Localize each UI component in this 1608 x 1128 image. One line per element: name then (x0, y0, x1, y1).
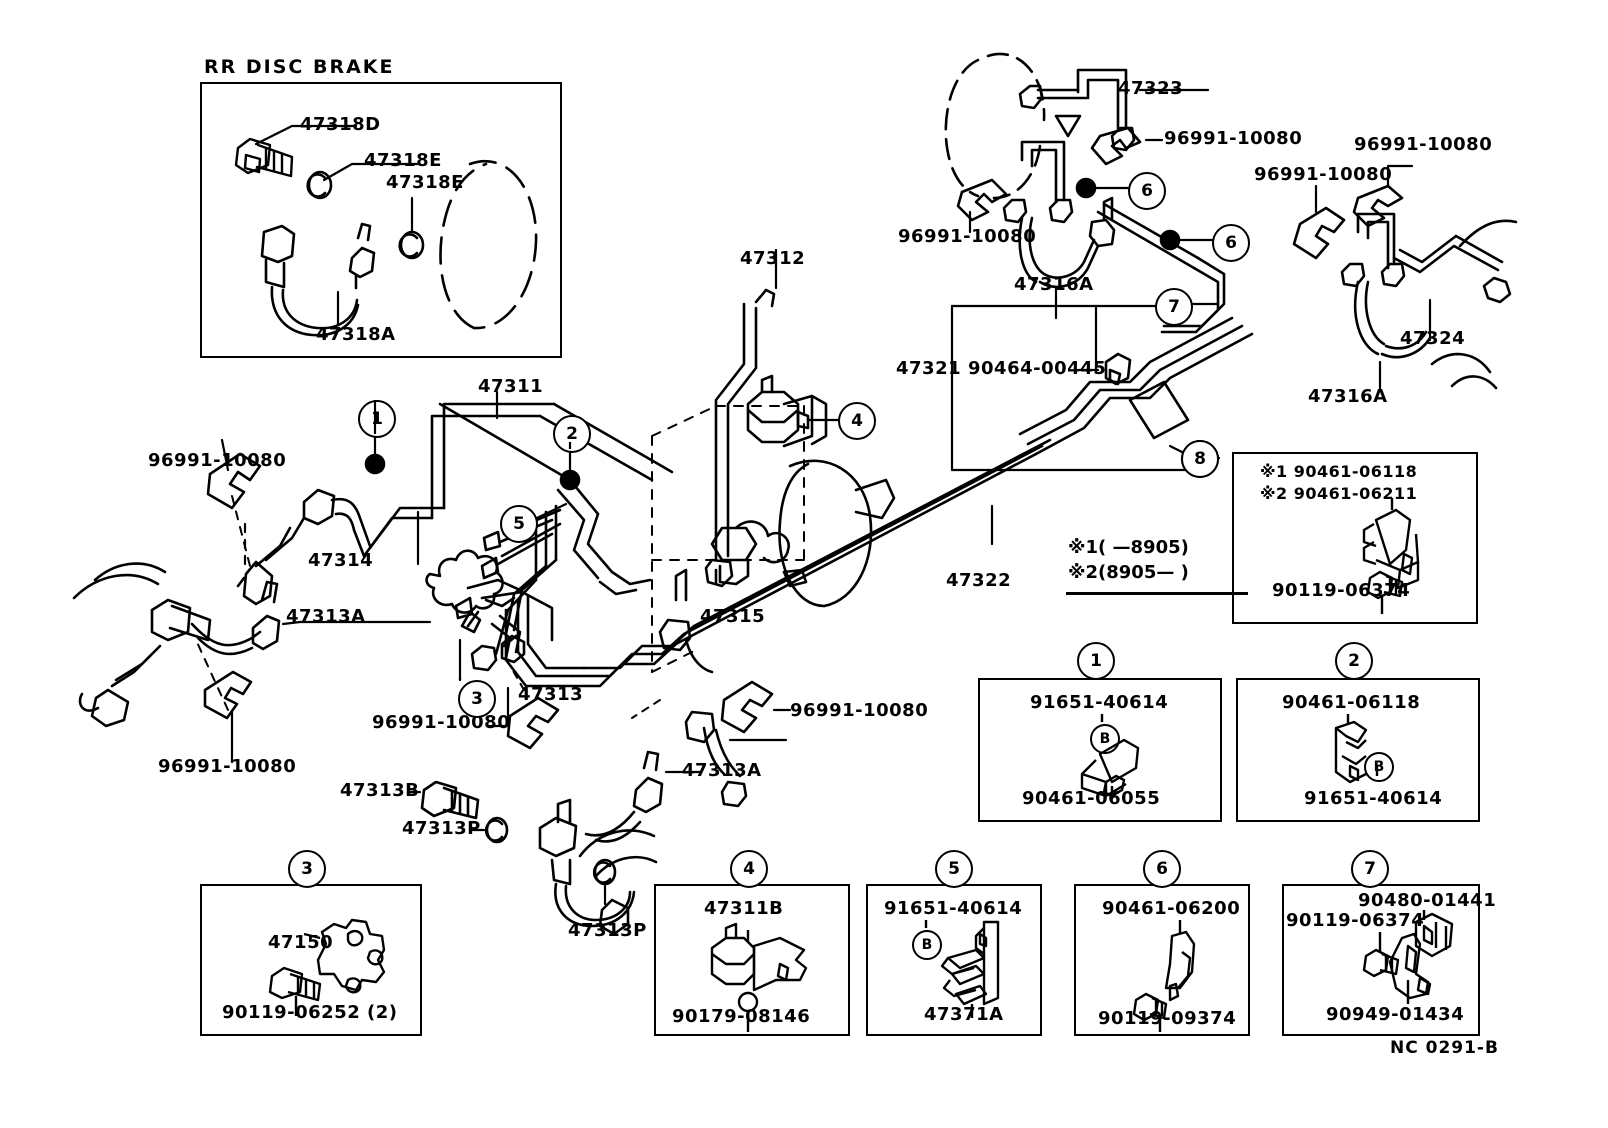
label-47313a-2: 47313A (682, 760, 762, 781)
label-47324: 47324 (1400, 328, 1466, 349)
detail-box-3: 47150 90119-06252 (2) (200, 884, 422, 1036)
callout-1[interactable]: 1 (358, 400, 396, 438)
label-47323: 47323 (1118, 78, 1184, 99)
box5-art (924, 920, 1000, 1018)
box1-art (1080, 714, 1140, 798)
box5-badge-b: B (912, 930, 942, 960)
label-47316a-2: 47316A (1308, 386, 1388, 407)
label-47311: 47311 (478, 376, 544, 397)
box7-top: 90480-01441 (1358, 890, 1497, 911)
label-90464-00445: 90464-00445 (968, 358, 1107, 379)
label-47313p-2: 47313P (568, 920, 647, 941)
box5-top: 91651-40614 (884, 898, 1023, 919)
label-47315: 47315 (700, 606, 766, 627)
figure-code: NC 0291-B (1390, 1038, 1499, 1058)
label-96991-10080-5: 96991-10080 (1164, 128, 1303, 149)
detail-callout-7[interactable]: 7 (1351, 850, 1389, 888)
box6-art (1132, 920, 1196, 1032)
box4-top: 47311B (704, 898, 784, 919)
detail-callout-3[interactable]: 3 (288, 850, 326, 888)
inset-title: RR DISC BRAKE (204, 56, 395, 78)
detail-box-6: 90461-06200 90119-09374 (1074, 884, 1250, 1036)
label-47314: 47314 (308, 550, 374, 571)
box6-top: 90461-06200 (1102, 898, 1241, 919)
box2-badge-b: B (1364, 752, 1394, 782)
label-47318a: 47318A (316, 324, 396, 345)
date-note-2: ※2(8905— ) (1068, 562, 1189, 583)
box7-art (1362, 910, 1454, 1004)
label-96991-10080-4: 96991-10080 (790, 700, 929, 721)
date-note-rule (1066, 592, 1248, 595)
label-96991-10080-2: 96991-10080 (158, 756, 297, 777)
box3-art (268, 918, 386, 1016)
box2-bottom: 91651-40614 (1304, 788, 1443, 809)
date-note-1: ※1( —8905) (1068, 537, 1189, 558)
callout-2[interactable]: 2 (553, 415, 591, 453)
label-47313a-1: 47313A (286, 606, 366, 627)
label-47312: 47312 (740, 248, 806, 269)
box5-bottom: 47371A (924, 1004, 1004, 1025)
detail-box-4: 47311B 90179-08146 (654, 884, 850, 1036)
detail-box-2: 90461-06118 B 91651-40614 (1236, 678, 1480, 822)
detail-callout-8[interactable]: 8 (1181, 440, 1219, 478)
label-96991-10080-8: 96991-10080 (1354, 134, 1493, 155)
callout-6-b[interactable]: 6 (1212, 224, 1250, 262)
detail-callout-1[interactable]: 1 (1077, 642, 1115, 680)
box7-left: 90119-06374 (1286, 910, 1425, 931)
box6-bottom: 90119-09374 (1098, 1008, 1237, 1029)
box3-bottom: 90119-06252 (2) (222, 1002, 398, 1023)
label-47316a-1: 47316A (1014, 274, 1094, 295)
box4-art (710, 922, 808, 1032)
label-96991-10080-6: 96991-10080 (898, 226, 1037, 247)
box1-top: 91651-40614 (1030, 692, 1169, 713)
box1-badge-b: B (1090, 724, 1120, 754)
box8-line2: ※2 90461-06211 (1260, 484, 1418, 503)
callout-5[interactable]: 5 (500, 505, 538, 543)
label-96991-10080-3: 96991-10080 (372, 712, 511, 733)
label-47322: 47322 (946, 570, 1012, 591)
detail-callout-6[interactable]: 6 (1143, 850, 1181, 888)
box4-bottom: 90179-08146 (672, 1006, 811, 1027)
box8-line1: ※1 90461-06118 (1260, 462, 1418, 481)
detail-box-1: 91651-40614 B 90461-06055 (978, 678, 1222, 822)
callout-6-a[interactable]: 6 (1128, 172, 1166, 210)
detail-callout-4[interactable]: 4 (730, 850, 768, 888)
box2-top: 90461-06118 (1282, 692, 1421, 713)
callout-7[interactable]: 7 (1155, 288, 1193, 326)
label-47313p-1: 47313P (402, 818, 481, 839)
label-47318d: 47318D (300, 114, 381, 135)
detail-callout-5[interactable]: 5 (935, 850, 973, 888)
detail-box-8: ※1 90461-06118 ※2 90461-06211 90119-0637… (1232, 452, 1478, 624)
callout-3[interactable]: 3 (458, 680, 496, 718)
label-96991-10080-1: 96991-10080 (148, 450, 287, 471)
box7-bottom: 90949-01434 (1326, 1004, 1465, 1025)
rr-disc-brake-inset (200, 82, 562, 358)
label-47318e-2: 47318E (386, 172, 464, 193)
box1-bottom: 90461-06055 (1022, 788, 1161, 809)
box8-art (1362, 498, 1420, 614)
label-47313b: 47313B (340, 780, 420, 801)
label-96991-10080-7: 96991-10080 (1254, 164, 1393, 185)
label-47313: 47313 (518, 684, 584, 705)
label-47318e-1: 47318E (364, 150, 442, 171)
detail-box-5: 91651-40614 B 47371A (866, 884, 1042, 1036)
label-47321: 47321 (896, 358, 962, 379)
box2-art (1334, 714, 1379, 784)
callout-4[interactable]: 4 (838, 402, 876, 440)
detail-box-7: 90480-01441 90119-06374 90949-01434 (1282, 884, 1496, 1036)
detail-callout-2[interactable]: 2 (1335, 642, 1373, 680)
